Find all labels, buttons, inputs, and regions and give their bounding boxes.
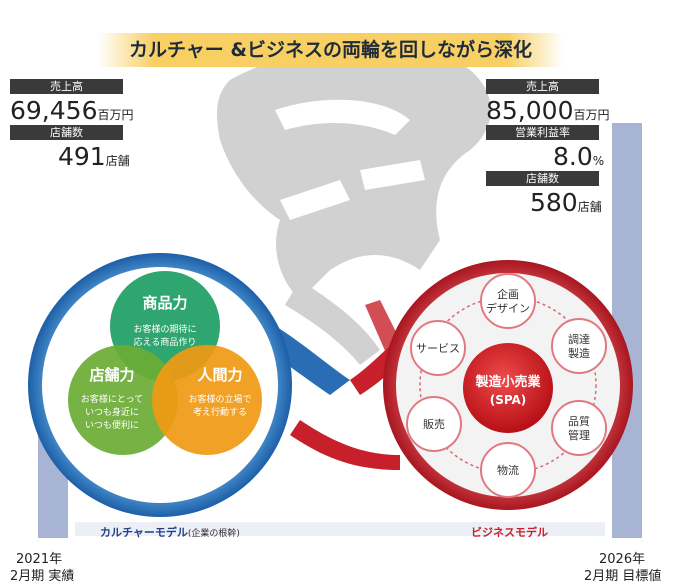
people-line1: お客様の立場で <box>188 393 251 405</box>
right-sales: 85,000百万円 <box>486 97 610 129</box>
right-sales-value: 85,000 <box>486 96 574 125</box>
logistics-label: 物流 <box>497 463 519 477</box>
spa-center <box>463 343 553 433</box>
design-line2: デザイン <box>486 301 530 315</box>
spa-line1: 製造小売業 <box>474 374 541 390</box>
cyclist-silhouette <box>217 44 491 365</box>
quality-line2: 管理 <box>568 428 590 442</box>
people-line2: 考え行動する <box>193 406 247 418</box>
right-sales-unit: 百万円 <box>573 108 610 122</box>
node-design <box>480 273 536 329</box>
page-title: カルチャー &ビジネスの両輪を回しながら深化 <box>129 39 532 61</box>
node-sales <box>406 396 462 452</box>
service-label: サービス <box>416 342 460 355</box>
sales-label: 販売 <box>423 418 445 431</box>
left-stores: 491店舗 <box>58 143 130 175</box>
node-service <box>410 320 466 376</box>
product-title: 商品力 <box>142 294 187 312</box>
culture-venn: 商品力 お客様の期待に 応える商品作り 店舗力 お客様にとって いつも身近に い… <box>68 271 262 455</box>
culture-model-sub: (企業の根幹) <box>187 529 240 539</box>
product-line2: 応える商品作り <box>134 336 197 348</box>
design-line1: 企画 <box>497 287 519 301</box>
left-stores-value: 491 <box>58 142 106 171</box>
procure-line1: 調達 <box>568 332 590 346</box>
right-stores-label: 店舗数 <box>486 171 599 186</box>
store-line2: いつも身近に <box>85 406 139 418</box>
node-procure <box>551 318 607 374</box>
node-quality <box>551 400 607 456</box>
right-stores-unit: 店舗 <box>577 200 602 214</box>
right-sales-label: 売上高 <box>486 79 599 94</box>
left-sales-unit: 百万円 <box>97 108 134 122</box>
store-title: 店舗力 <box>89 366 134 384</box>
store-circle <box>68 345 178 455</box>
node-logistics <box>480 442 536 498</box>
left-year: 2021年 <box>16 552 63 567</box>
right-year: 2026年 <box>599 552 646 567</box>
product-line1: お客様の期待に <box>133 323 196 335</box>
business-diagram: 製造小売業 (SPA) 企画 デザイン 調達 製造 品質 管理 物流 販売 サー… <box>406 273 607 498</box>
procure-line2: 製造 <box>568 346 590 360</box>
left-stores-unit: 店舗 <box>105 154 130 168</box>
culture-model-caption: カルチャーモデル(企業の根幹) <box>100 526 240 541</box>
right-margin-label: 営業利益率 <box>486 125 599 140</box>
left-stores-label: 店舗数 <box>10 125 123 140</box>
left-sales-label: 売上高 <box>10 79 123 94</box>
store-line3: いつも便利に <box>85 419 139 431</box>
quality-line1: 品質 <box>568 414 590 428</box>
right-margin-value: 8.0 <box>553 142 593 171</box>
spa-line2: (SPA) <box>490 393 527 407</box>
right-period: 2月期 目標値 <box>584 569 662 584</box>
right-stores-value: 580 <box>530 188 578 217</box>
store-line1: お客様にとって <box>81 393 143 405</box>
people-circle <box>152 345 262 455</box>
people-title: 人間力 <box>197 366 242 384</box>
left-sales: 69,456百万円 <box>10 97 134 129</box>
business-model-label: ビジネスモデル <box>471 526 548 539</box>
right-margin: 8.0% <box>553 143 604 175</box>
right-margin-unit: % <box>592 154 605 168</box>
left-period: 2月期 実績 <box>10 569 75 584</box>
culture-model-label: カルチャーモデル <box>100 526 188 539</box>
right-stores: 580店舗 <box>530 189 602 221</box>
title-banner: カルチャー &ビジネスの両輪を回しながら深化 <box>98 33 563 67</box>
base-strip <box>75 522 605 536</box>
left-sales-value: 69,456 <box>10 96 98 125</box>
